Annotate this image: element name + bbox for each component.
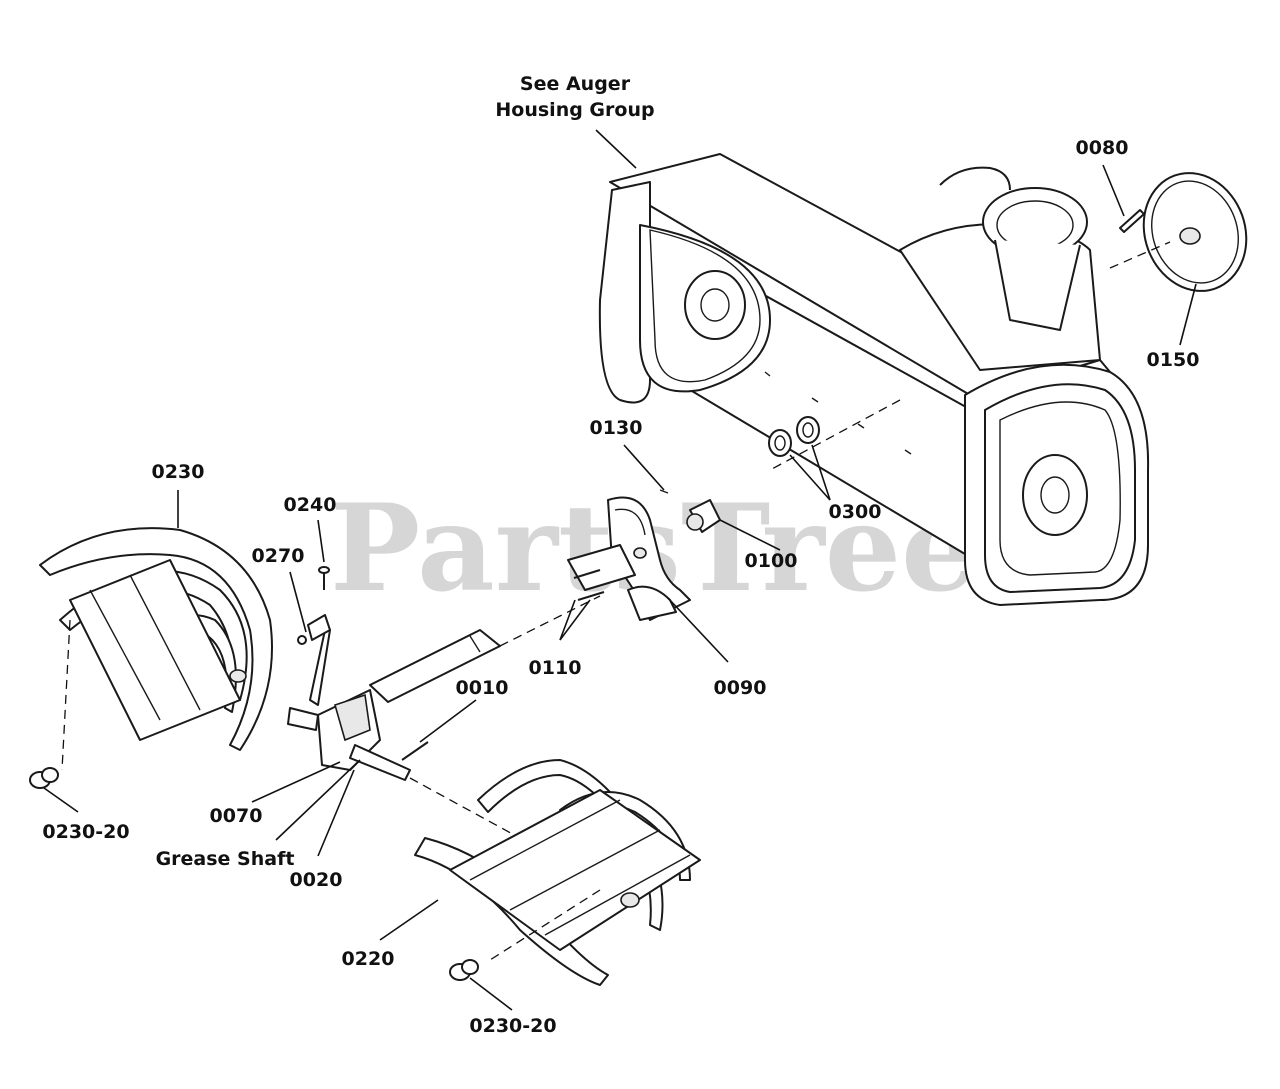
label-see-auger-line2: Housing Group	[495, 99, 654, 121]
pulley-0150-drawing	[1109, 172, 1248, 292]
label-0300: 0300	[829, 501, 882, 523]
part-labels: See Auger Housing Group 0080 0150 0130 0…	[42, 73, 1199, 1037]
label-0150: 0150	[1147, 349, 1200, 371]
label-0270: 0270	[252, 545, 305, 567]
bracket-0270-drawing	[297, 566, 331, 706]
label-0230-20-bottom: 0230-20	[469, 1015, 556, 1037]
label-grease-shaft: Grease Shaft	[156, 848, 295, 870]
auger-flight-0220-drawing	[414, 759, 701, 986]
bushing-left-drawing	[29, 767, 59, 789]
washers-0300-drawing	[768, 416, 820, 457]
label-0070: 0070	[210, 805, 263, 827]
label-0230: 0230	[152, 461, 205, 483]
label-0100: 0100	[745, 550, 798, 572]
label-see-auger-line1: See Auger	[520, 73, 631, 95]
leader-lines	[43, 129, 1197, 1011]
label-0090: 0090	[714, 677, 767, 699]
gearbox-0070-drawing	[287, 595, 601, 861]
auger-housing-drawing	[598, 153, 1150, 606]
label-0220: 0220	[342, 948, 395, 970]
impeller-0090-drawing	[567, 489, 721, 621]
auger-flight-0230-drawing	[39, 527, 273, 771]
label-0130: 0130	[590, 417, 643, 439]
bushing-bottom-drawing	[449, 959, 479, 981]
key-0080-drawing	[1119, 209, 1145, 233]
label-0010: 0010	[456, 677, 509, 699]
label-0080: 0080	[1076, 137, 1129, 159]
label-0240: 0240	[284, 494, 337, 516]
label-0020: 0020	[290, 869, 343, 891]
bolts-0110-drawing	[573, 569, 605, 601]
label-0230-20-left: 0230-20	[42, 821, 129, 843]
label-0110: 0110	[529, 657, 582, 679]
